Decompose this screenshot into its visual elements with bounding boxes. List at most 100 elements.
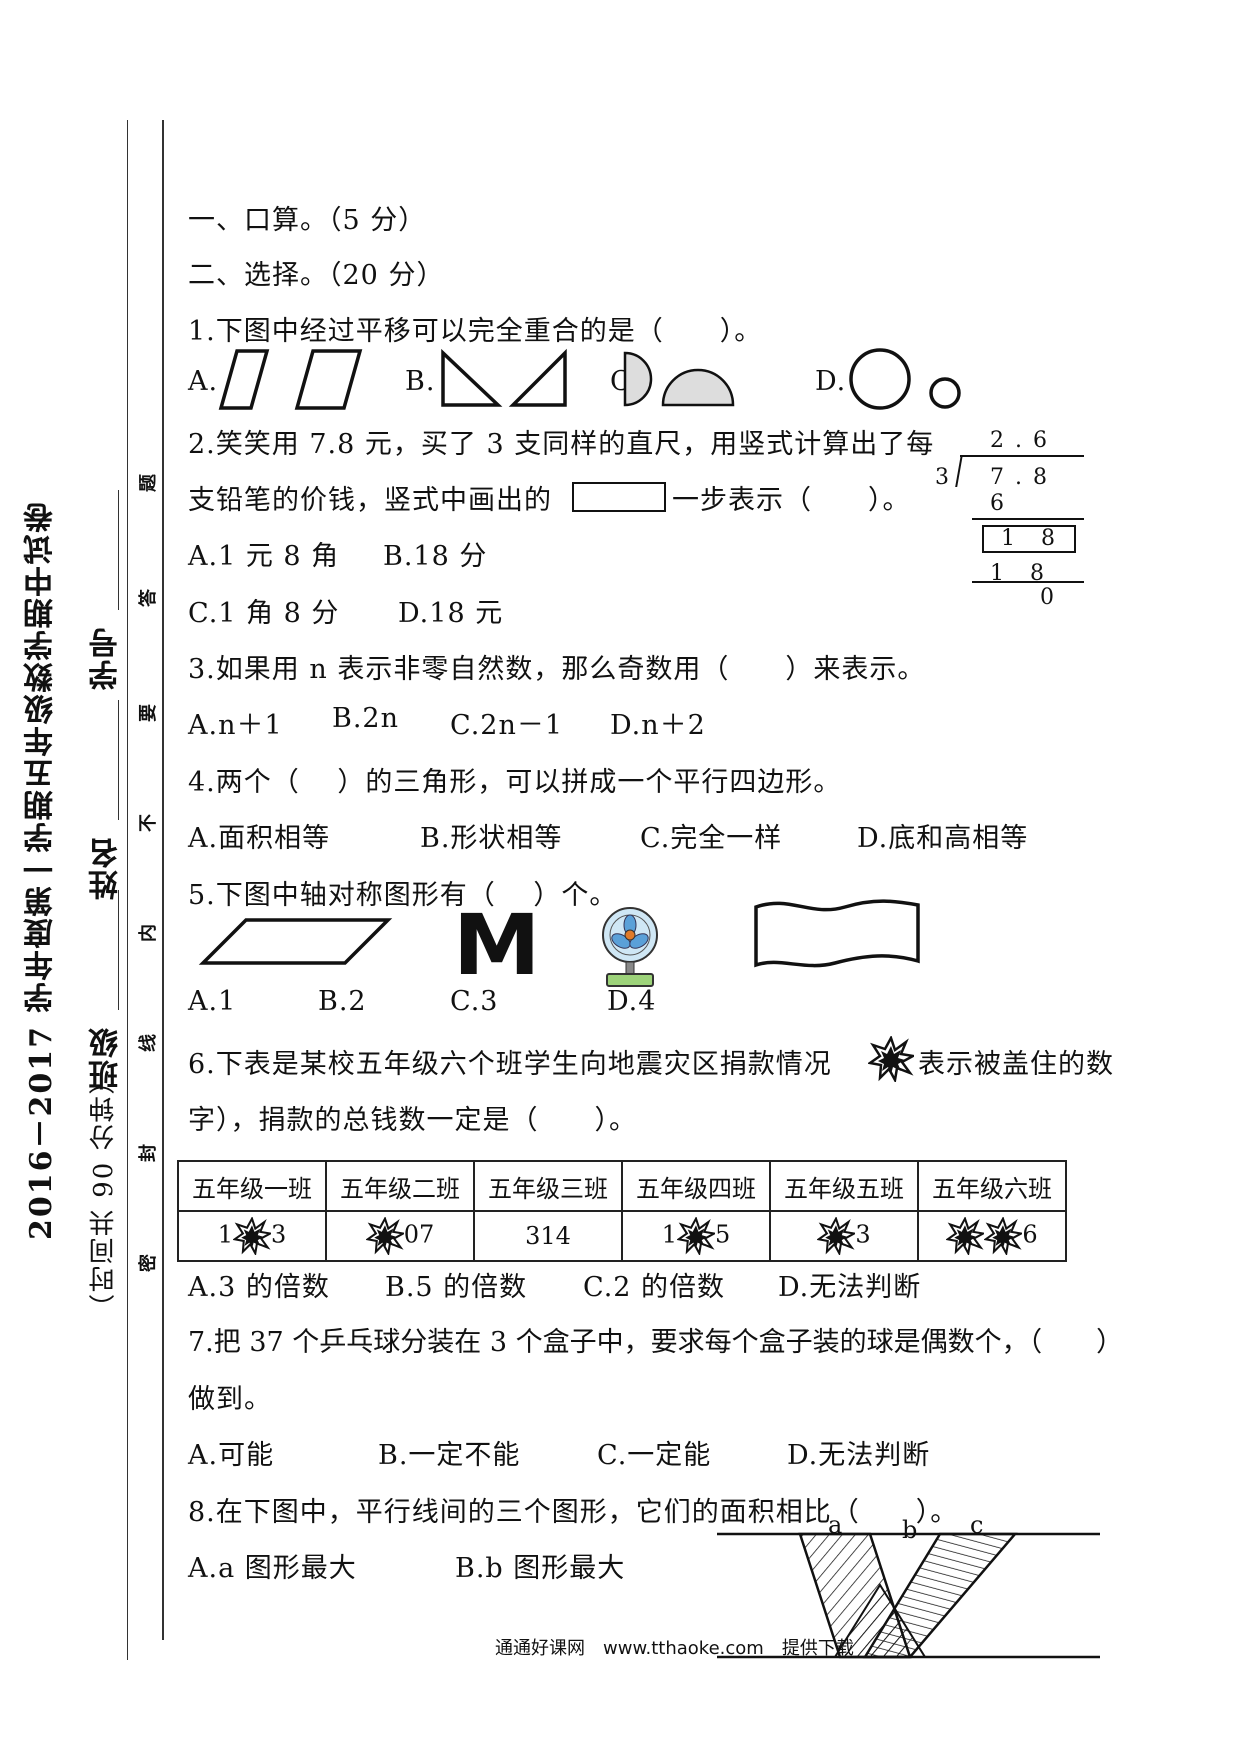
- seal-char: 答: [138, 589, 159, 607]
- division-divisor: 3: [935, 465, 951, 490]
- name-label: 姓名: [89, 836, 124, 900]
- q2-option-a: A.1 元 8 角: [188, 541, 340, 572]
- q5-option-b: B.2: [318, 986, 367, 1017]
- burst-icon: [868, 1036, 914, 1082]
- seal-char: 线: [138, 1034, 159, 1052]
- division-quotient: 2 . 6: [990, 428, 1049, 453]
- id-label: 学号: [89, 626, 124, 690]
- table-header-row: 五年级一班 五年级二班 五年级三班 五年级四班 五年级五班 五年级六班: [177, 1160, 1067, 1212]
- q6-line2: 字），捐款的总钱数一定是（ ）。: [188, 1105, 637, 1136]
- q7-option-d: D.无法判断: [787, 1440, 931, 1471]
- shape-c: [862, 1532, 1018, 1659]
- q2-box-icon: [572, 482, 666, 512]
- division-remainder: 0: [1040, 585, 1056, 610]
- q3-option-d: D.n＋2: [610, 710, 706, 741]
- circle-pair: [849, 348, 961, 410]
- seal-char: 封: [138, 1144, 159, 1162]
- burst-icon: [817, 1217, 856, 1255]
- q2-line1: 2.笑笑用 7.8 元，买了 3 支同样的直尺，用竖式计算出了每: [188, 429, 935, 460]
- division-bar: [960, 455, 1084, 457]
- fig-label-a: a: [828, 1511, 843, 1539]
- q2-line2a: 支铅笔的价钱，竖式中画出的: [188, 485, 552, 516]
- q8-option-a: A.a 图形最大: [188, 1553, 357, 1584]
- q2-line2b: 一步表示（ ）。: [672, 485, 911, 516]
- table-cell: 07: [325, 1210, 475, 1262]
- footer-source-note: 通通好课网 www.tthaoke.com 提供下载: [495, 1638, 854, 1659]
- cell-prefix: 1: [661, 1220, 677, 1249]
- table-header-cell: 五年级二班: [325, 1160, 475, 1212]
- cell-value: 314: [525, 1222, 571, 1250]
- q8-stem: 8.在下图中，平行线间的三个图形，它们的面积相比（ ）。: [188, 1497, 959, 1528]
- class-label: 班级: [89, 1026, 124, 1090]
- binding-line-inner: [162, 120, 164, 1640]
- long-division: 2 . 6 3 7 . 8 6 1 8 1 8 0: [930, 425, 1090, 615]
- q5-flag-figure: [754, 899, 920, 968]
- q7-line2: 做到。: [188, 1384, 272, 1415]
- burst-icon: [233, 1217, 271, 1255]
- q7-option-c: C.一定能: [597, 1440, 712, 1471]
- q4-option-c: C.完全一样: [640, 823, 783, 854]
- q5-option-d: D.4: [607, 986, 657, 1017]
- q1-figures: [218, 348, 961, 410]
- cell-suffix: 3: [855, 1220, 871, 1249]
- exam-title: 2016－2017 学年度第一学期五年级数学期中试卷: [24, 500, 59, 1240]
- q8-option-b: B.b 图形最大: [455, 1553, 626, 1584]
- q3-option-a: A.n＋1: [188, 710, 283, 741]
- cell-suffix: 6: [1022, 1220, 1038, 1249]
- division-line2: [972, 581, 1084, 583]
- burst-icon: [677, 1217, 715, 1255]
- section-2-title: 二、选择。（20 分）: [188, 260, 445, 291]
- triangle-pair: [441, 348, 567, 407]
- burst-icon: [946, 1217, 985, 1255]
- q4-option-b: B.形状相等: [420, 823, 563, 854]
- q1-option-b-label: B.: [405, 366, 436, 397]
- table-cell: 3: [769, 1210, 919, 1262]
- q3-option-b: B.2n: [332, 703, 399, 734]
- table-header-cell: 五年级五班: [769, 1160, 919, 1212]
- seal-char: 密: [138, 1254, 159, 1272]
- division-dividend: 7 . 8: [990, 465, 1049, 490]
- division-line1: [972, 518, 1084, 520]
- q6-line1a: 6.下表是某校五年级六个班学生向地震灾区捐款情况: [188, 1049, 832, 1080]
- name-blank-line: [118, 700, 119, 820]
- division-step1: 6: [990, 491, 1006, 516]
- seal-char: 题: [138, 474, 159, 492]
- section-1-title: 一、口算。（5 分）: [188, 205, 427, 236]
- division-boxed-step: 1 8: [982, 525, 1076, 553]
- q5-option-c: C.3: [450, 986, 499, 1017]
- q5-stem: 5.下图中轴对称图形有（ ）个。: [188, 880, 618, 911]
- q4-option-a: A.面积相等: [188, 823, 331, 854]
- class-blank-line: [118, 890, 119, 1010]
- cell-prefix: 1: [217, 1220, 233, 1249]
- q5-letter-m: M: [452, 896, 541, 994]
- table-cell: 314: [473, 1210, 623, 1262]
- q2-option-d: D.18 元: [398, 598, 504, 629]
- parallelogram-pair: [218, 349, 363, 410]
- fig-label-c: c: [970, 1511, 984, 1539]
- table-header-cell: 五年级三班: [473, 1160, 623, 1212]
- burst-icon: [365, 1217, 404, 1255]
- seal-char: 不: [138, 814, 159, 832]
- cell-suffix: 07: [403, 1220, 435, 1249]
- q6-option-c: C.2 的倍数: [583, 1272, 726, 1303]
- table-header-cell: 五年级一班: [177, 1160, 327, 1212]
- q1-option-d-label: D.: [815, 366, 847, 397]
- q4-option-d: D.底和高相等: [857, 823, 1029, 854]
- cell-suffix: 5: [715, 1220, 731, 1249]
- q2-option-c: C.1 角 8 分: [188, 598, 340, 629]
- q3-option-c: C.2n－1: [450, 710, 564, 741]
- q5-option-a: A.1: [188, 986, 237, 1017]
- binding-line-outer: [127, 120, 128, 1660]
- q7-line1: 7.把 37 个乒乓球分装在 3 个盒子中，要求每个盒子装的球是偶数个，（ ）: [188, 1327, 1124, 1358]
- q6-line1b: 表示被盖住的数: [918, 1049, 1114, 1080]
- table-header-cell: 五年级四班: [621, 1160, 771, 1212]
- time-note: （时间共 90 分钟）: [89, 1066, 119, 1320]
- table-cell: 6: [917, 1210, 1067, 1262]
- id-blank-line: [118, 490, 119, 610]
- q3-stem: 3.如果用 n 表示非零自然数，那么奇数用（ ）来表示。: [188, 654, 926, 685]
- q1-option-a-label: A.: [188, 366, 219, 397]
- semicircle-pair: [623, 351, 735, 407]
